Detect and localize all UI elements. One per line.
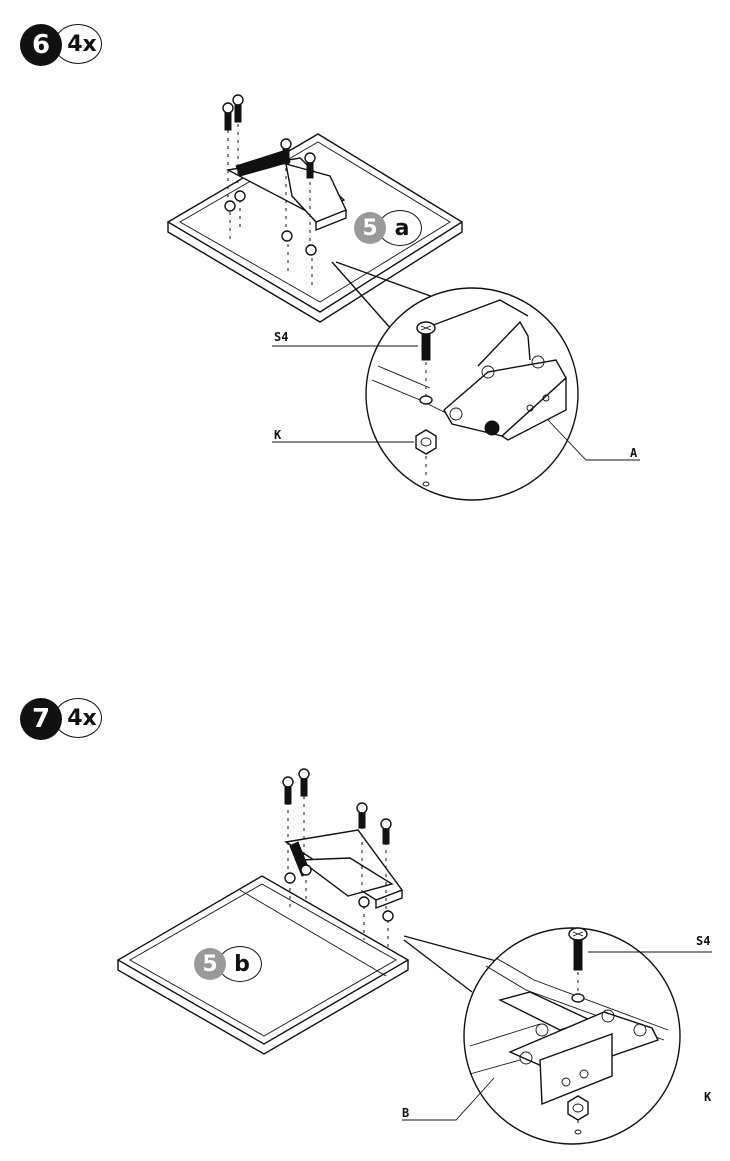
screws-small-step7 xyxy=(282,768,392,845)
step-7-overview-drawing xyxy=(116,768,501,1055)
step-7-label-screw: S4 xyxy=(696,934,711,948)
step-7-label-part: B xyxy=(402,1106,410,1120)
step-6-quantity: 4x xyxy=(54,24,102,64)
step-6-detail-drawing xyxy=(272,287,640,501)
step-6-label-screw: S4 xyxy=(274,330,289,344)
step-7-reference-number: 5 xyxy=(194,948,226,980)
step-7-quantity: 4x xyxy=(54,698,102,738)
step-7-label-nut: K xyxy=(704,1090,712,1104)
nut-k-detail-b xyxy=(567,1095,589,1121)
step-6-label-part: A xyxy=(630,446,638,460)
screws-small-step6 xyxy=(222,94,316,179)
step-6-number: 6 xyxy=(20,24,62,66)
screw-s4-detail xyxy=(416,321,436,361)
step-7-reference-letter: b xyxy=(218,946,262,982)
nut-k-detail xyxy=(415,429,437,455)
step-6-overview-drawing xyxy=(166,94,464,331)
step-6-reference-number: 5 xyxy=(354,212,386,244)
step-7-number: 7 xyxy=(20,698,62,740)
step-6-label-nut: K xyxy=(274,428,282,442)
step-7-detail-drawing xyxy=(402,927,712,1145)
screw-s4-detail-b xyxy=(568,927,588,971)
